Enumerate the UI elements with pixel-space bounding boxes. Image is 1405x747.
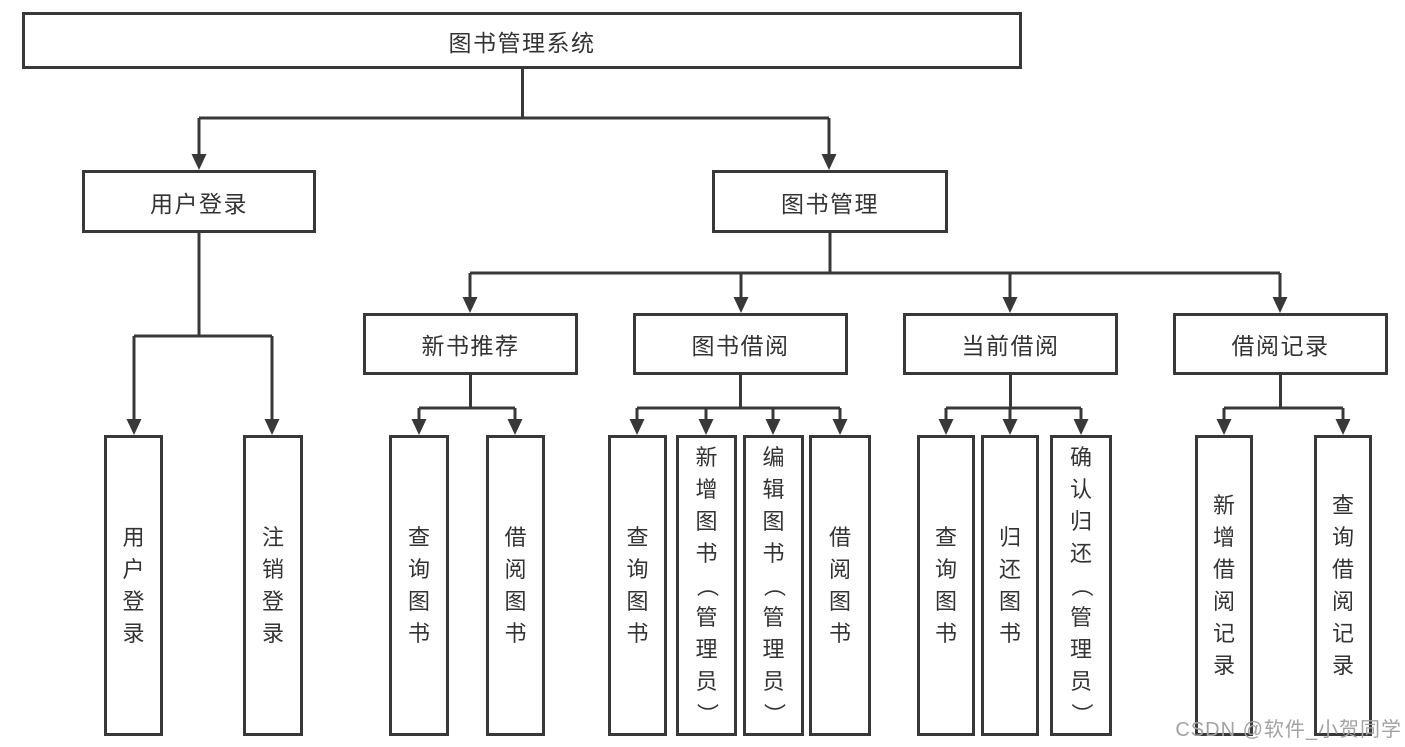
vertical-label-char: 图 <box>407 588 430 614</box>
vertical-label-char: 阅 <box>1212 588 1235 614</box>
vertical-label-char: 编 <box>762 444 785 470</box>
node-new-book-recommend: 新书推荐 <box>363 313 578 375</box>
node-label: 新书推荐 <box>421 333 520 359</box>
vertical-label-char: 用 <box>122 524 145 550</box>
vertical-label-char: 新 <box>695 444 718 470</box>
vertical-label-char: 图 <box>828 588 851 614</box>
vertical-label-char: 书 <box>828 620 851 646</box>
vertical-label-char: 书 <box>626 620 649 646</box>
vertical-label-char: 书 <box>762 540 785 566</box>
vertical-label-char: ） <box>694 702 720 725</box>
vertical-label-char: 询 <box>1331 524 1354 550</box>
leaf-query-books-recommend: 查询图书 <box>389 435 449 736</box>
vertical-label-char: 录 <box>122 620 145 646</box>
node-library-management-system: 图书管理系统 <box>22 12 1022 69</box>
vertical-label-char: 借 <box>1212 556 1235 582</box>
vertical-label-char: 图 <box>762 508 785 534</box>
leaf-add-borrowing-record: 新增借阅记录 <box>1195 435 1253 736</box>
vertical-label-char: 认 <box>1069 476 1092 502</box>
node-borrowing-records: 借阅记录 <box>1173 313 1388 375</box>
vertical-label-char: ） <box>1069 702 1094 725</box>
node-label: 图书借阅 <box>691 333 790 359</box>
vertical-label-char: 查 <box>626 524 649 550</box>
vertical-label-char: ） <box>761 702 787 725</box>
vertical-label-char: 管 <box>1069 604 1092 630</box>
vertical-label-char: 阅 <box>504 556 527 582</box>
leaf-user-login: 用户登录 <box>104 435 163 736</box>
vertical-label-char: 图 <box>934 588 957 614</box>
node-book-management: 图书管理 <box>712 170 948 233</box>
vertical-label-char: 记 <box>1331 620 1354 646</box>
vertical-label-char: 书 <box>407 620 430 646</box>
vertical-label-char: 阅 <box>828 556 851 582</box>
leaf-borrow-books-recommend: 借阅图书 <box>486 435 545 736</box>
vertical-label-char: 登 <box>261 588 284 614</box>
node-label: 图书管理系统 <box>448 29 596 56</box>
vertical-label-char: 图 <box>626 588 649 614</box>
leaf-logout: 注销登录 <box>243 435 303 736</box>
vertical-label-char: 增 <box>1212 524 1235 550</box>
leaf-confirm-return-admin: 确认归还 （ 管理员 ） <box>1050 435 1112 736</box>
vertical-label-char: 询 <box>626 556 649 582</box>
leaf-edit-book-admin: 编辑图书 （ 管理员 ） <box>743 435 804 736</box>
vertical-label-char: 登 <box>122 588 145 614</box>
vertical-label-char: 查 <box>934 524 957 550</box>
leaf-query-books-borrowing: 查询图书 <box>608 435 667 736</box>
vertical-label-char: 还 <box>1069 540 1092 566</box>
vertical-label-char: 图 <box>695 508 718 534</box>
vertical-label-char: 图 <box>504 588 527 614</box>
vertical-label-char: 员 <box>695 668 718 694</box>
leaf-return-book: 归还图书 <box>981 435 1039 736</box>
vertical-label-char: 阅 <box>1331 588 1354 614</box>
vertical-label-char: （ <box>761 574 787 597</box>
vertical-label-char: 书 <box>934 620 957 646</box>
vertical-label-char: 书 <box>695 540 718 566</box>
leaf-add-book-admin: 新增图书 （ 管理员 ） <box>676 435 737 736</box>
vertical-label-char: 询 <box>934 556 957 582</box>
vertical-label-char: 询 <box>407 556 430 582</box>
vertical-label-char: 查 <box>1331 492 1354 518</box>
vertical-label-char: 理 <box>695 636 718 662</box>
vertical-label-char: 查 <box>407 524 430 550</box>
vertical-label-char: 辑 <box>762 476 785 502</box>
leaf-query-books-current: 查询图书 <box>917 435 975 736</box>
vertical-label-char: 还 <box>998 556 1021 582</box>
vertical-label-char: 书 <box>998 620 1021 646</box>
vertical-label-char: 新 <box>1212 492 1235 518</box>
csdn-watermark: CSDN @软件_小贺同学 <box>1175 719 1402 741</box>
node-label: 用户登录 <box>150 190 248 217</box>
vertical-label-char: 管 <box>762 604 785 630</box>
leaf-borrow-books-borrowing: 借阅图书 <box>809 435 871 736</box>
vertical-label-char: 增 <box>695 476 718 502</box>
vertical-label-char: 借 <box>828 524 851 550</box>
node-label: 当前借阅 <box>961 333 1060 359</box>
vertical-label-char: （ <box>694 574 720 597</box>
vertical-label-char: 记 <box>1212 620 1235 646</box>
vertical-label-char: 注 <box>261 524 284 550</box>
vertical-label-char: 借 <box>504 524 527 550</box>
vertical-label-char: 管 <box>695 604 718 630</box>
leaf-query-borrowing-record: 查询借阅记录 <box>1314 435 1372 736</box>
vertical-label-char: 归 <box>1069 508 1092 534</box>
vertical-label-char: 户 <box>122 556 145 582</box>
vertical-label-char: 理 <box>1069 636 1092 662</box>
vertical-label-char: 员 <box>1069 668 1092 694</box>
node-label: 图书管理 <box>781 190 879 217</box>
vertical-label-char: 理 <box>762 636 785 662</box>
vertical-label-char: 借 <box>1331 556 1354 582</box>
vertical-label-char: 确 <box>1069 444 1092 470</box>
node-book-borrowing: 图书借阅 <box>633 313 848 375</box>
vertical-label-char: 销 <box>261 556 284 582</box>
vertical-label-char: 录 <box>261 620 284 646</box>
vertical-label-char: 归 <box>998 524 1021 550</box>
node-user-login: 用户登录 <box>82 170 316 233</box>
vertical-label-char: （ <box>1069 574 1094 597</box>
node-current-borrowing: 当前借阅 <box>903 313 1118 375</box>
vertical-label-char: 录 <box>1212 652 1235 678</box>
node-label: 借阅记录 <box>1231 333 1330 359</box>
vertical-label-char: 录 <box>1331 652 1354 678</box>
vertical-label-char: 员 <box>762 668 785 694</box>
vertical-label-char: 图 <box>998 588 1021 614</box>
vertical-label-char: 书 <box>504 620 527 646</box>
